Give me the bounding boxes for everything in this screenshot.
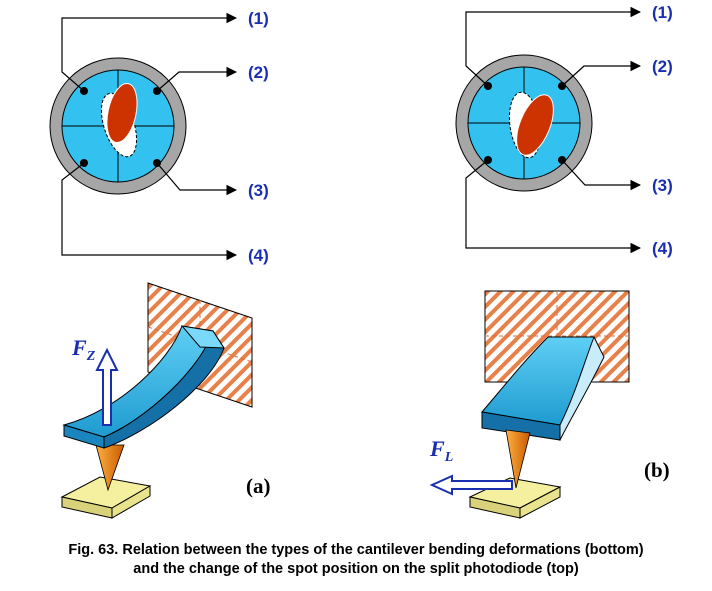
label-1-right: (1) [652, 3, 673, 22]
beam-right [481, 336, 595, 426]
force-arrow-z [95, 347, 119, 426]
figure: (1) (2) (3) (4) (1) (2) (3) (4) [49, 3, 673, 519]
label-4-right: (4) [652, 239, 673, 258]
tip-right [505, 429, 531, 489]
panel-label-a: (a) [246, 474, 271, 498]
panel-label-b: (b) [644, 458, 670, 482]
label-2-right: (2) [652, 57, 673, 76]
laser-spot-right [516, 94, 554, 156]
cantilever-left: FZ (a) [60, 282, 271, 519]
force-arrow-l [429, 474, 513, 496]
laser-spot [106, 83, 138, 143]
caption-line-1: Fig. 63. Relation between the types of t… [68, 542, 644, 558]
label-4-left: (4) [248, 246, 269, 265]
label-2-left: (2) [248, 63, 269, 82]
cantilever-right: FL (b) [429, 290, 670, 519]
label-3-right: (3) [652, 176, 673, 195]
caption-line-2: and the change of the spot position on t… [133, 561, 579, 577]
photodiode-left: (1) (2) (3) (4) [49, 9, 269, 265]
figure-caption: Fig. 63. Relation between the types of t… [0, 541, 712, 579]
label-3-left: (3) [248, 181, 269, 200]
photodiode-right: (1) (2) (3) (4) [455, 3, 673, 258]
force-label-z: FZ [71, 335, 96, 364]
force-label-l: FL [429, 436, 453, 465]
label-1-left: (1) [248, 9, 269, 28]
